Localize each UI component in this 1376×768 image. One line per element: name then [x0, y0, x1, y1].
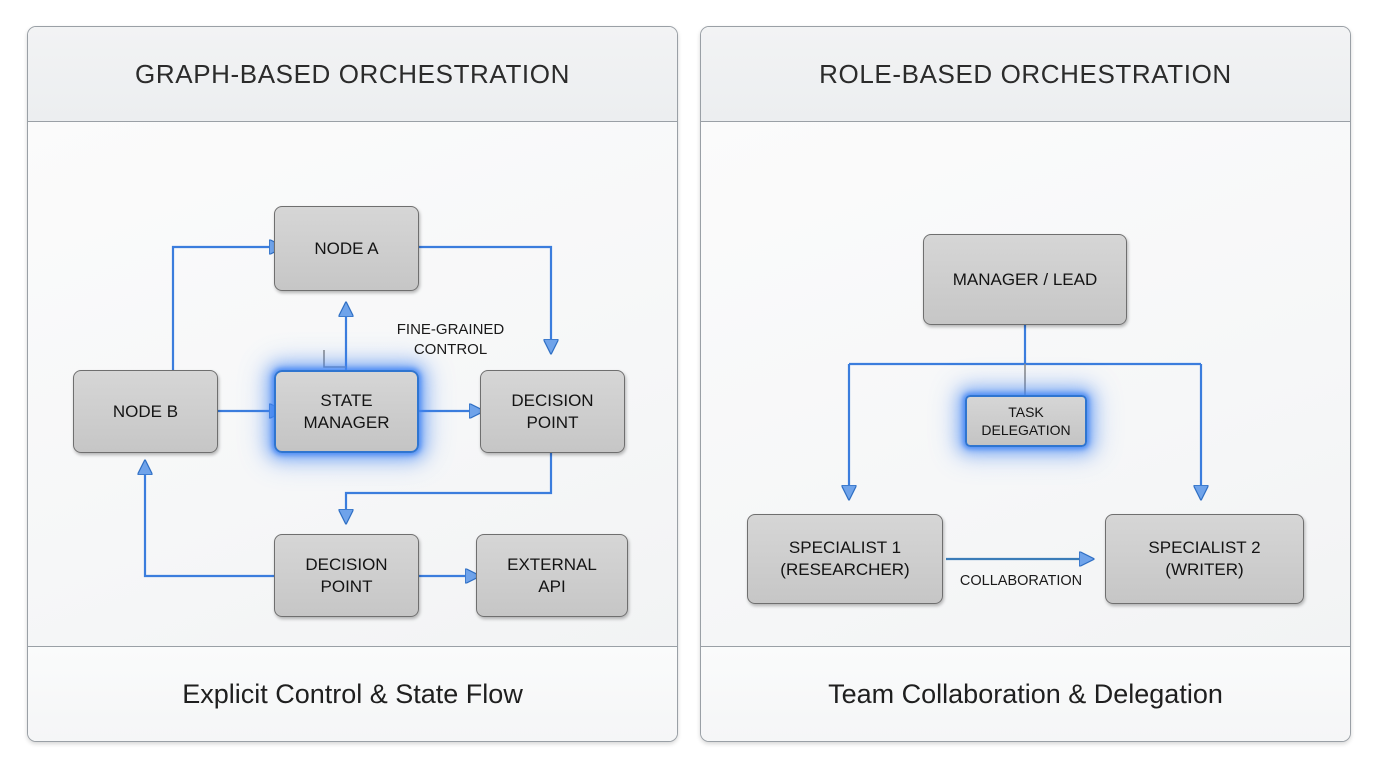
edge-label-collaboration: COLLABORATION [959, 573, 1083, 589]
panel-header-role-based: ROLE-BASED ORCHESTRATION [701, 27, 1350, 122]
panel-footer-role-based: Team Collaboration & Delegation [701, 646, 1350, 741]
node-decision-point-upper[interactable]: DECISION POINT [480, 370, 625, 453]
node-external-api[interactable]: EXTERNAL API [476, 534, 628, 617]
node-specialist-1-label: SPECIALIST 1 (RESEARCHER) [780, 538, 910, 579]
node-node-b-label: NODE B [112, 401, 179, 421]
panel-header-title-graph-based: GRAPH-BASED ORCHESTRATION [135, 58, 570, 89]
node-external-api-label: EXTERNAL API [507, 554, 597, 596]
edge-label-fine-grained-control: FINE-GRAINED CONTROL [396, 321, 505, 358]
node-state-manager-label: STATE MANAGER [303, 390, 390, 432]
node-task-delegation-label: TASK DELEGATION [981, 403, 1071, 438]
node-decision-point-lower-label: DECISION POINT [305, 554, 388, 596]
node-specialist-2[interactable]: SPECIALIST 2 (WRITER) [1105, 514, 1304, 604]
node-decision-point-upper-label: DECISION POINT [511, 390, 594, 432]
panel-header-graph-based: GRAPH-BASED ORCHESTRATION [28, 27, 677, 122]
panel-header-title-role-based: ROLE-BASED ORCHESTRATION [819, 58, 1232, 89]
panel-footer-graph-based: Explicit Control & State Flow [28, 646, 677, 741]
panel-footer-text-graph-based: Explicit Control & State Flow [182, 678, 523, 709]
node-node-a[interactable]: NODE A [274, 206, 419, 291]
panel-role-based-orchestration: ROLE-BASED ORCHESTRATION [700, 26, 1351, 742]
node-manager-lead[interactable]: MANAGER / LEAD [923, 234, 1127, 325]
panel-body-role-based: MANAGER / LEAD TASK DELEGATION SPECIALIS… [701, 122, 1350, 646]
panel-body-graph-based: NODE A NODE B STATE MANAGER DECISION POI… [28, 122, 677, 646]
node-specialist-1[interactable]: SPECIALIST 1 (RESEARCHER) [747, 514, 943, 604]
panel-footer-text-role-based: Team Collaboration & Delegation [828, 678, 1223, 709]
node-node-b[interactable]: NODE B [73, 370, 218, 453]
node-decision-point-lower[interactable]: DECISION POINT [274, 534, 419, 617]
node-task-delegation[interactable]: TASK DELEGATION [965, 395, 1087, 447]
node-node-a-label: NODE A [314, 238, 379, 258]
node-manager-lead-label: MANAGER / LEAD [952, 269, 1098, 289]
panel-graph-based-orchestration: GRAPH-BASED ORCHESTRATION [27, 26, 678, 742]
node-specialist-2-label: SPECIALIST 2 (WRITER) [1148, 538, 1261, 579]
node-state-manager[interactable]: STATE MANAGER [274, 370, 419, 453]
